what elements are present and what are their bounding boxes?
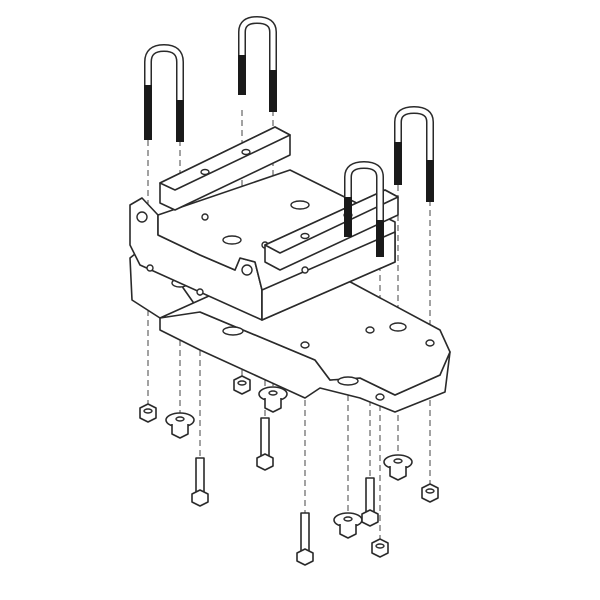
flange-nut <box>258 386 288 413</box>
clamp-bar-rear <box>159 126 291 211</box>
u-bolt-2 <box>238 15 277 112</box>
bolt <box>361 477 379 527</box>
clamp-bar-front <box>264 189 399 271</box>
flange-nut <box>333 512 363 539</box>
u-bolt-4 <box>344 160 384 257</box>
bolt <box>256 417 274 471</box>
bolt <box>191 457 209 507</box>
flange-nut <box>165 412 195 439</box>
hex-nut <box>233 375 251 395</box>
hex-nut <box>421 483 439 503</box>
flange-nut <box>383 454 413 481</box>
hex-nut <box>139 403 157 423</box>
bolt <box>296 512 314 566</box>
hex-nut <box>371 538 389 558</box>
u-bolt-3 <box>394 105 434 202</box>
u-bolt-1 <box>144 43 184 142</box>
